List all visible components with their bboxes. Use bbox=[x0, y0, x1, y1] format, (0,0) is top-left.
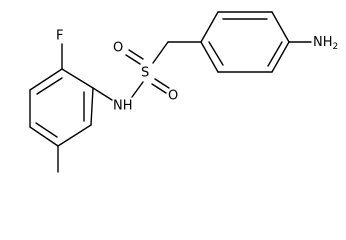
amide-nh-label: NH bbox=[113, 99, 133, 114]
s-o-double-bond-2 bbox=[151, 78, 170, 94]
sulfur-label: S bbox=[141, 66, 149, 81]
amine-nh: NH bbox=[313, 35, 333, 50]
oxygen-label-1: O bbox=[113, 41, 123, 56]
molecule-drawing: F S O O NH NH2 bbox=[29, 11, 338, 173]
nh-s-bond bbox=[131, 81, 144, 98]
amine-subscript: 2 bbox=[333, 42, 339, 52]
structure-diagram: F S O O NH NH2 bbox=[29, 11, 338, 173]
ring-nh-bond bbox=[92, 87, 113, 101]
amine-label: NH2 bbox=[313, 35, 338, 52]
fluorine-label: F bbox=[56, 29, 63, 44]
fluorotoluene-ring bbox=[29, 68, 94, 147]
aminophenyl-ring bbox=[200, 11, 290, 73]
oxygen-label-2: O bbox=[168, 89, 178, 104]
s-o-double-bond-1 bbox=[125, 49, 144, 65]
s-ch2-bond bbox=[152, 41, 169, 64]
